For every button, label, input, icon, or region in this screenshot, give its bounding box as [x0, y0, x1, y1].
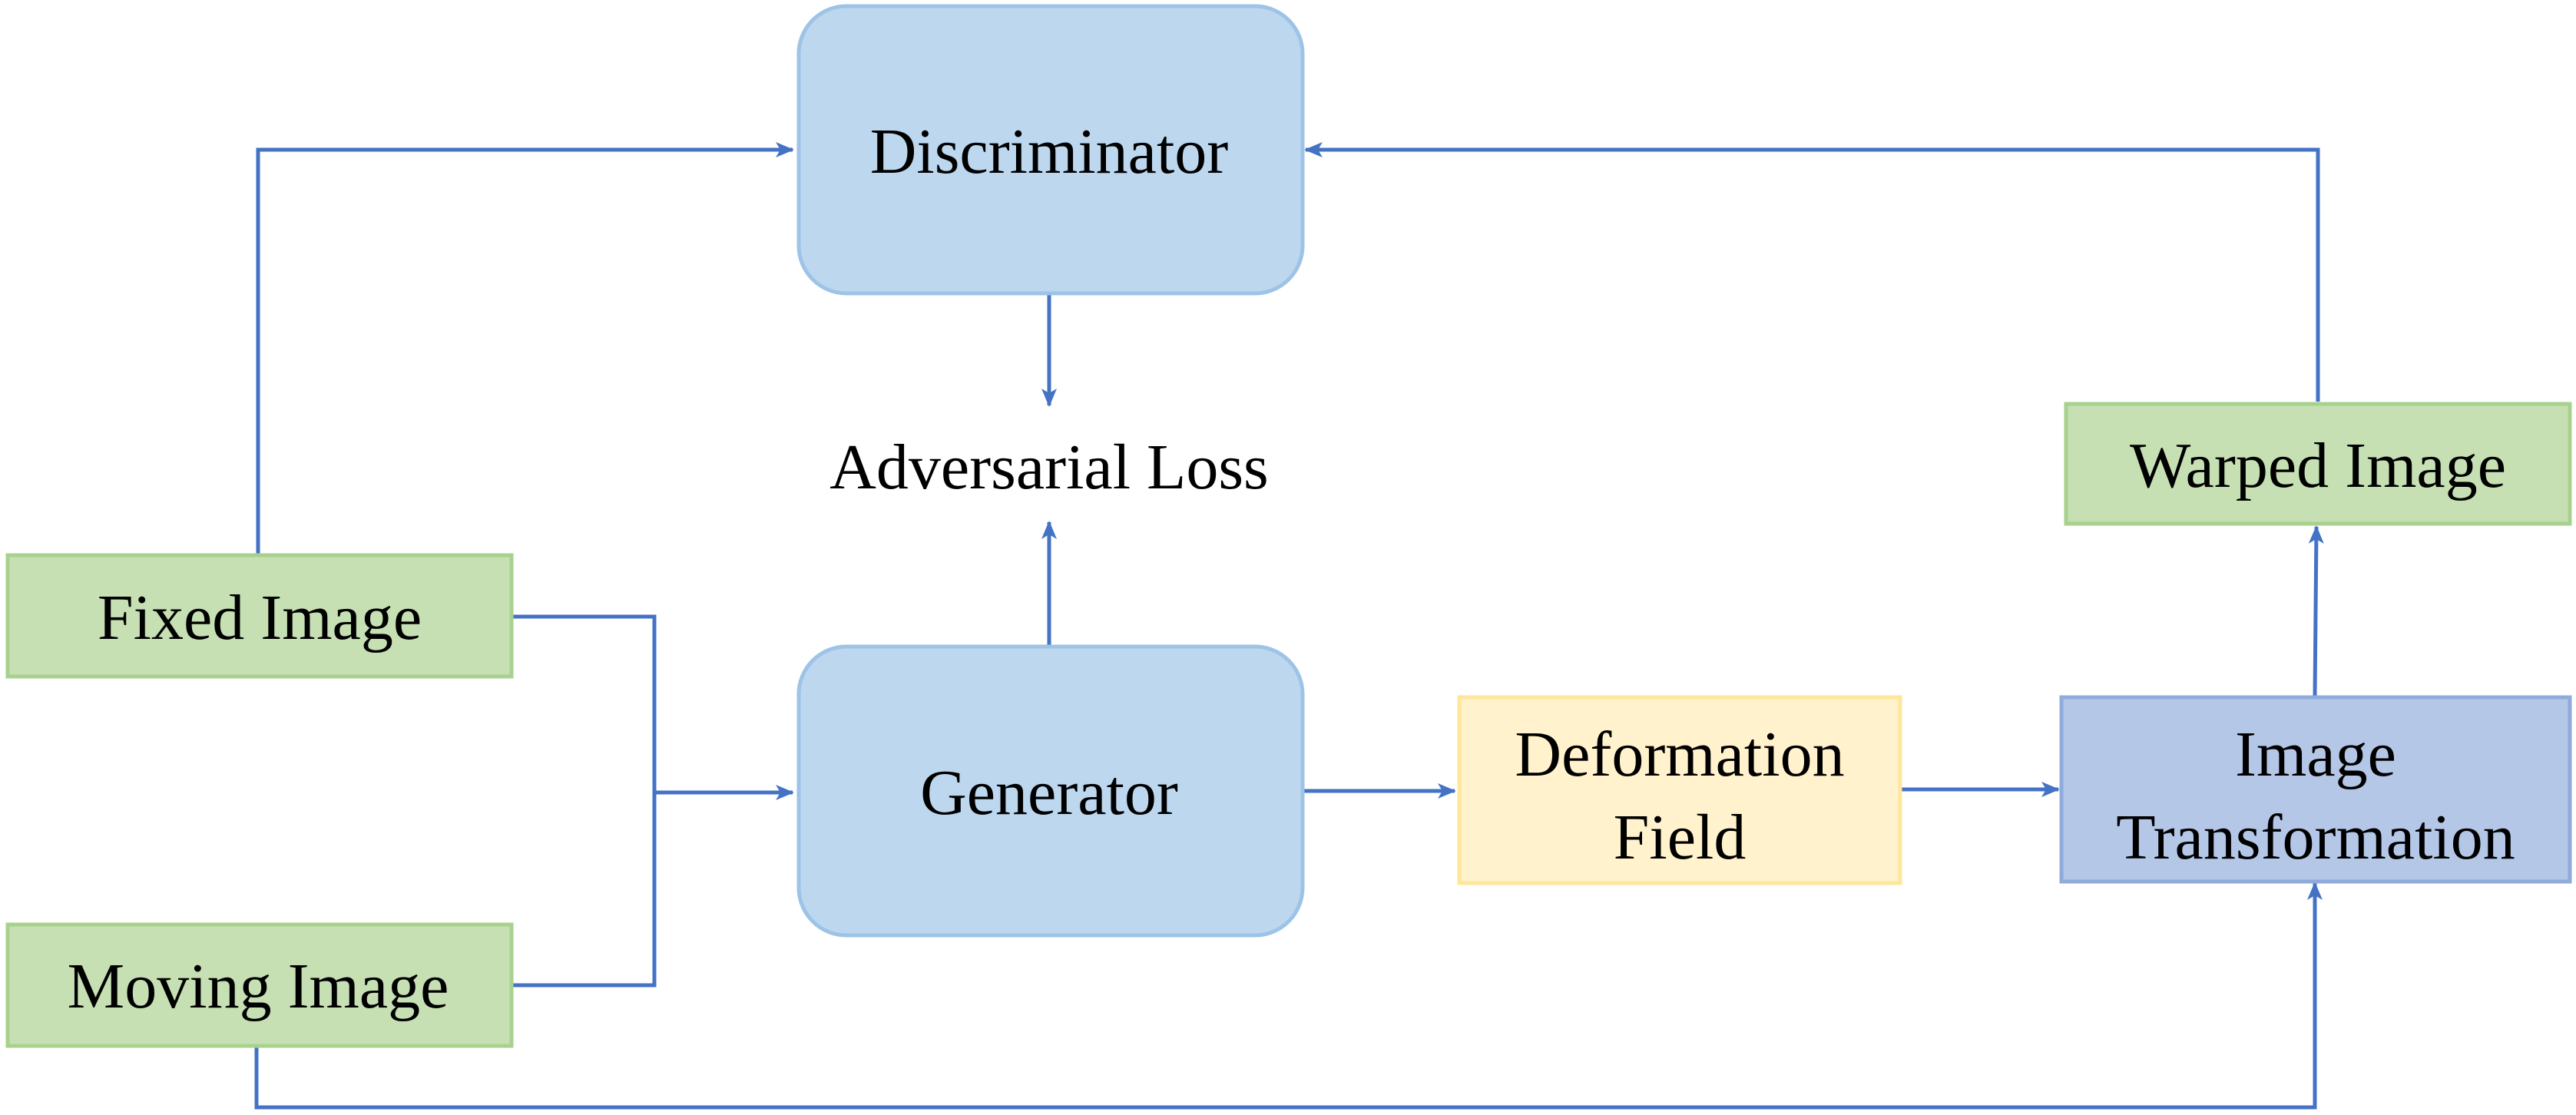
edge-transformation-to-warped	[2308, 525, 2324, 696]
deformation-field-node: Deformation Field	[1457, 695, 1902, 885]
warped-image-node: Warped Image	[2064, 402, 2572, 526]
image-transformation-line-1: Image	[2235, 719, 2396, 790]
fixed-image-label: Fixed Image	[98, 582, 422, 653]
edge-fixed-to-discriminator	[256, 142, 794, 555]
edge-moving-to-join	[512, 792, 657, 988]
deformation-field-line-1: Deformation	[1515, 719, 1844, 790]
edge-fixed-to-join	[512, 614, 657, 792]
image-transformation-line-2: Transformation	[2116, 802, 2515, 873]
deformation-field-line-2: Field	[1614, 802, 1747, 873]
adversarial-loss-label: Adversarial Loss	[829, 432, 1269, 503]
nodes: Discriminator Generator Fixed Image Movi…	[5, 4, 2572, 1048]
discriminator-node: Discriminator	[796, 4, 1305, 296]
moving-image-node: Moving Image	[5, 922, 514, 1048]
generator-label: Generator	[920, 757, 1178, 829]
edge-warped-to-discriminator	[1304, 142, 2320, 402]
warped-image-label: Warped Image	[2130, 430, 2506, 501]
edge-moving-to-transformation	[254, 882, 2323, 1110]
moving-image-label: Moving Image	[68, 951, 449, 1022]
edges	[254, 142, 2324, 1110]
image-transformation-node: Image Transformation	[2059, 695, 2572, 884]
generator-node: Generator	[796, 644, 1305, 938]
discriminator-label: Discriminator	[870, 116, 1229, 187]
fixed-image-node: Fixed Image	[5, 553, 514, 679]
